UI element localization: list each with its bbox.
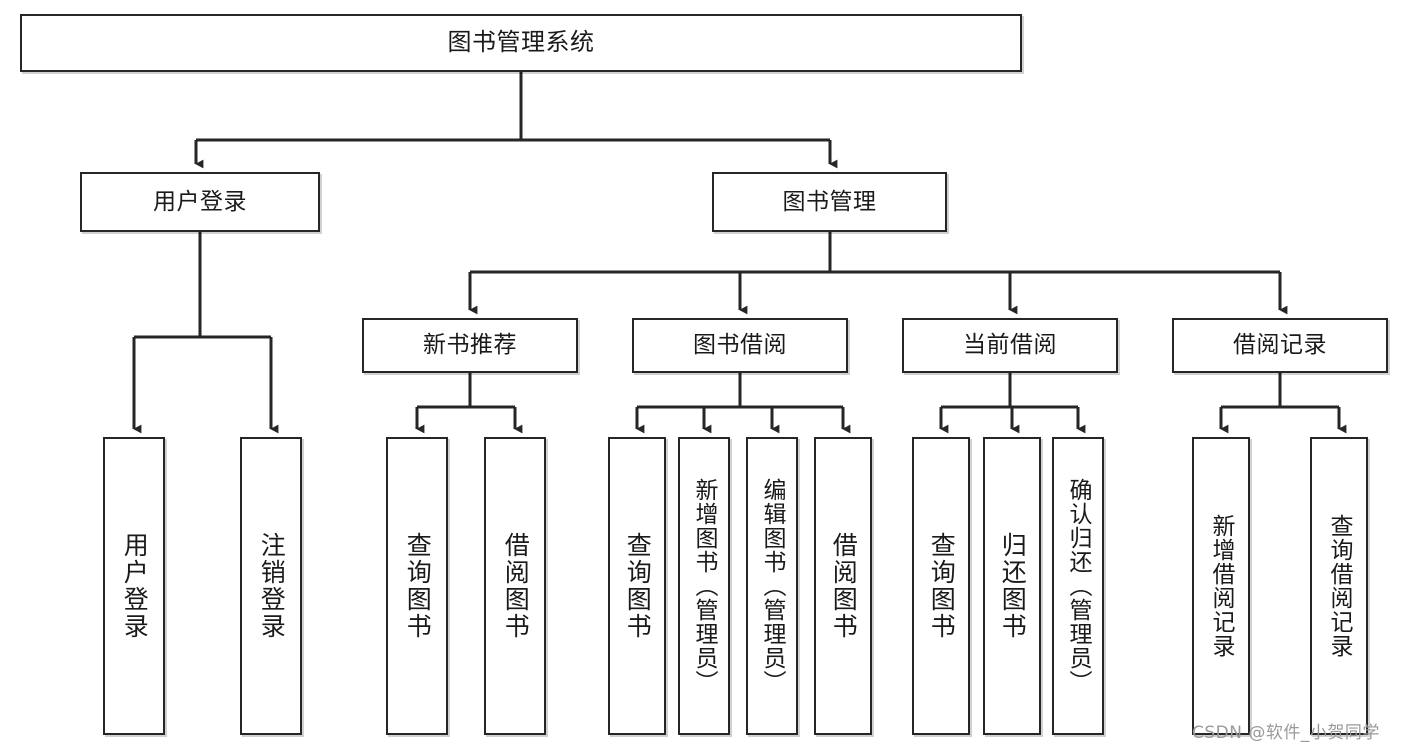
node-book-borrow[interactable]: 图书借阅 (632, 318, 848, 373)
leaf-user-logout[interactable]: 注销登录 (240, 437, 302, 735)
node-book-borrow-label: 图书借阅 (693, 332, 787, 359)
leaf-user-login[interactable]: 用户登录 (103, 437, 165, 735)
leaf-current-return-book[interactable]: 归还图书 (983, 437, 1041, 735)
leaf-current-query-book-label: 查询图书 (927, 532, 957, 640)
node-book-management[interactable]: 图书管理 (712, 172, 947, 232)
leaf-user-login-label: 用户登录 (120, 532, 150, 640)
leaf-current-confirm-return-admin[interactable]: 确认归还（管理员） (1052, 437, 1104, 735)
node-new-book-recommend-label: 新书推荐 (423, 332, 517, 359)
leaf-borrow-edit-book-admin-label: 编辑图书（管理员） (759, 478, 786, 694)
leaf-newbook-query-book[interactable]: 查询图书 (386, 437, 448, 735)
node-borrow-records[interactable]: 借阅记录 (1172, 318, 1388, 373)
leaf-newbook-query-book-label: 查询图书 (403, 532, 433, 640)
leaf-borrow-add-book-admin[interactable]: 新增图书（管理员） (678, 437, 730, 735)
leaf-borrow-add-book-admin-label: 新增图书（管理员） (691, 478, 718, 694)
leaf-borrow-query-book[interactable]: 查询图书 (608, 437, 666, 735)
leaf-records-add-record[interactable]: 新增借阅记录 (1192, 437, 1250, 735)
node-user-login-label: 用户登录 (153, 188, 247, 215)
leaf-user-logout-label: 注销登录 (257, 532, 287, 640)
leaf-newbook-borrow-book-label: 借阅图书 (501, 532, 531, 640)
leaf-records-query-record[interactable]: 查询借阅记录 (1310, 437, 1368, 735)
node-borrow-records-label: 借阅记录 (1233, 332, 1327, 359)
leaf-current-query-book[interactable]: 查询图书 (912, 437, 970, 735)
leaf-newbook-borrow-book[interactable]: 借阅图书 (484, 437, 546, 735)
leaf-current-confirm-return-admin-label: 确认归还（管理员） (1065, 478, 1092, 694)
leaf-current-return-book-label: 归还图书 (998, 532, 1028, 640)
leaf-borrow-edit-book-admin[interactable]: 编辑图书（管理员） (746, 437, 798, 735)
node-current-borrow[interactable]: 当前借阅 (902, 318, 1118, 373)
leaf-borrow-lend-book[interactable]: 借阅图书 (814, 437, 872, 735)
node-root-label: 图书管理系统 (447, 28, 595, 57)
csdn-watermark: CSDN @软件_小贺同学 (1192, 723, 1380, 743)
leaf-records-add-record-label: 新增借阅记录 (1208, 514, 1235, 658)
node-new-book-recommend[interactable]: 新书推荐 (362, 318, 578, 373)
node-book-management-label: 图书管理 (782, 188, 877, 215)
node-user-login[interactable]: 用户登录 (80, 172, 320, 232)
leaf-borrow-query-book-label: 查询图书 (623, 532, 653, 640)
node-root[interactable]: 图书管理系统 (20, 14, 1022, 72)
leaf-borrow-lend-book-label: 借阅图书 (829, 532, 859, 640)
node-current-borrow-label: 当前借阅 (963, 332, 1057, 359)
leaf-records-query-record-label: 查询借阅记录 (1326, 514, 1353, 658)
